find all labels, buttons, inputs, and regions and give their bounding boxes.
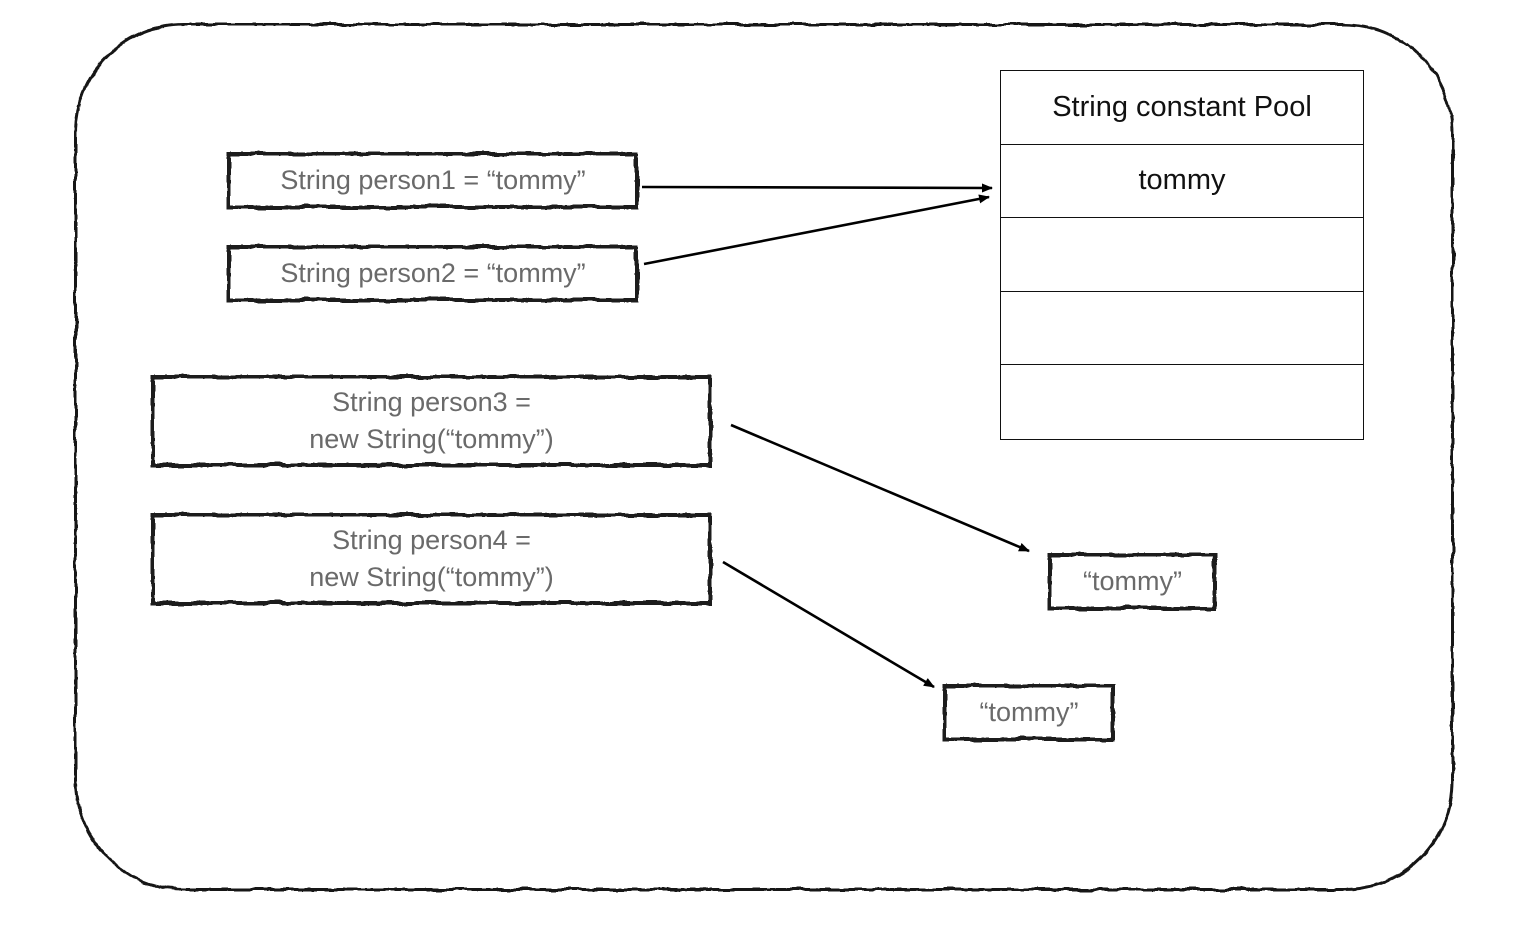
heap-object-1-border [1048, 553, 1217, 610]
string-pool-table: String constant Pool tommy [1000, 70, 1364, 440]
memory-boundary-border [74, 23, 1454, 891]
code-box-person3-line1: String person3 = [332, 387, 531, 417]
heap-object-1: “tommy” [1048, 553, 1217, 610]
code-box-person3-border [151, 375, 712, 467]
code-box-person3-line2: new String(“tommy”) [309, 424, 554, 454]
string-pool-row-empty-1 [1001, 218, 1363, 292]
code-box-person4: String person4 = new String(“tommy”) [151, 513, 712, 605]
code-box-person1-border [227, 152, 639, 209]
string-pool-row-empty-3 [1001, 365, 1363, 439]
code-box-person4-border [151, 513, 712, 605]
code-box-person2: String person2 = “tommy” [227, 245, 639, 302]
code-box-person3: String person3 = new String(“tommy”) [151, 375, 712, 467]
heap-object-1-label: “tommy” [1083, 566, 1182, 596]
string-pool-row-tommy: tommy [1001, 145, 1363, 218]
heap-object-2-border [943, 684, 1115, 741]
code-box-person4-line1: String person4 = [332, 525, 531, 555]
string-pool-row-empty-2 [1001, 292, 1363, 365]
code-box-person2-label: String person2 = “tommy” [280, 258, 586, 288]
code-box-person1-label: String person1 = “tommy” [280, 165, 586, 195]
code-box-person1: String person1 = “tommy” [227, 152, 639, 209]
code-box-person2-border [227, 245, 639, 302]
memory-boundary [74, 23, 1454, 891]
heap-object-2: “tommy” [943, 684, 1115, 741]
code-box-person4-line2: new String(“tommy”) [309, 562, 554, 592]
string-pool-header: String constant Pool [1001, 71, 1363, 145]
heap-object-2-label: “tommy” [979, 697, 1079, 727]
